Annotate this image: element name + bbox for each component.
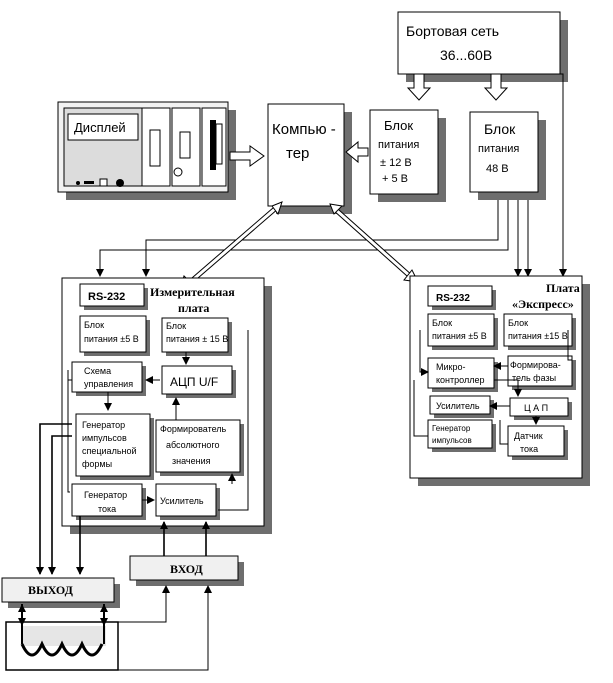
express-rs232: RS-232 (436, 293, 470, 304)
measure-curgen-l2: тока (98, 504, 116, 514)
express-title-2: «Экспресс» (512, 297, 574, 311)
power-arrows (406, 73, 509, 101)
output-connector: ВЫХОД (1, 577, 120, 608)
express-gen-l2: импульсов (432, 436, 472, 445)
output-label: ВЫХОД (28, 583, 74, 597)
input-label: ВХОД (170, 562, 203, 576)
express-dac: Ц А П (524, 403, 548, 413)
psu48-l3: 48 В (486, 163, 509, 175)
express-psu5-l1: Блок (432, 318, 452, 328)
measurement-board: Измерительная плата RS-232 Блок питания … (61, 277, 272, 534)
psu-12v-box: Блок питания ± 12 В + 5 В (369, 109, 446, 202)
display-label: Дисплей (74, 120, 126, 135)
express-psu15-l2: питания ±15 В (508, 331, 568, 341)
measure-curgen-l1: Генератор (84, 490, 127, 500)
psu12-l4: + 5 В (382, 173, 408, 185)
measure-gen-l4: формы (82, 459, 112, 469)
express-mcu-l1: Микро- (436, 362, 465, 372)
computer-box: Компью - тер (267, 103, 352, 214)
measure-amp: Усилитель (160, 496, 204, 506)
measure-abs-l2: абсолютного (166, 440, 219, 450)
measure-control-l2: управления (84, 379, 133, 389)
measure-psu15-l2: питания ± 15 В (166, 334, 228, 344)
express-sensor-l2: тока (520, 444, 538, 454)
coil-load (5, 585, 212, 671)
computer-label-1: Компью - (272, 121, 336, 138)
display-to-computer-arrow (229, 145, 265, 167)
computer-label-2: тер (286, 145, 309, 162)
onboard-voltage: 36...60В (440, 47, 492, 63)
io-lines (36, 423, 210, 575)
psu-to-computer-arrow (345, 140, 369, 164)
psu12-l1: Блок (384, 118, 413, 133)
computer-board-links (179, 201, 419, 291)
onboard-title: Бортовая сеть (406, 23, 499, 39)
measure-gen-l2: импульсов (82, 433, 127, 443)
psu48-l2: питания (478, 143, 519, 155)
onboard-network-box: Бортовая сеть 36...60В (397, 11, 568, 82)
express-mcu-l2: контроллер (436, 375, 484, 385)
measure-psu5-l1: Блок (84, 320, 104, 330)
measure-psu15-l1: Блок (166, 321, 186, 331)
express-sensor-l1: Датчик (514, 431, 543, 441)
input-connector: ВХОД (129, 555, 244, 586)
power-lines (96, 200, 532, 277)
power-icon (116, 179, 124, 187)
express-psu15-l1: Блок (508, 318, 528, 328)
measure-abs-l3: значения (172, 456, 211, 466)
measure-adc: АЦП U/F (170, 375, 218, 389)
measure-abs-l1: Формирователь (160, 424, 227, 434)
measure-psu5-l2: питания ±5 В (84, 334, 139, 344)
measure-title-2: плата (178, 301, 209, 315)
express-phase-l2: тель фазы (512, 373, 556, 383)
psu12-l2: питания (378, 139, 419, 151)
psu12-l3: ± 12 В (380, 157, 412, 169)
express-amp: Усилитель (436, 401, 480, 411)
express-title-1: Плата (546, 281, 580, 295)
express-gen-l1: Генератор (432, 424, 471, 433)
express-board: Плата «Экспресс» RS-232 Блок питания ±5 … (409, 275, 590, 486)
measure-title-1: Измерительная (150, 285, 235, 299)
measure-control-l1: Схема (84, 366, 111, 376)
psu-48v-box: Блок питания 48 В (469, 111, 546, 200)
express-phase-l1: Формирова- (510, 360, 561, 370)
knob-icon (173, 167, 183, 177)
onboard-to-express-line (559, 73, 567, 277)
display-screen (67, 113, 139, 141)
measure-gen-l3: специальной (82, 446, 137, 456)
psu48-l1: Блок (484, 121, 516, 137)
express-psu5-l2: питания ±5 В (432, 331, 487, 341)
measure-gen-l1: Генератор (82, 420, 125, 430)
measure-rs232: RS-232 (88, 291, 125, 303)
display-device: Дисплей (57, 101, 236, 200)
